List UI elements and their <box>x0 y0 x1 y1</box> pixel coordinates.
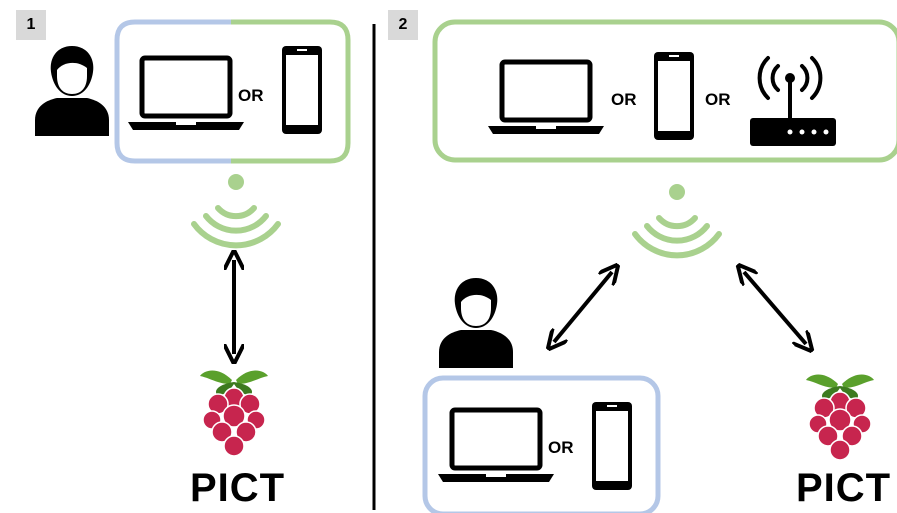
panel-number-badge: 2 <box>388 10 418 40</box>
network-device-frame <box>432 19 897 163</box>
or-label: OR <box>705 90 731 109</box>
device-label: PICT <box>796 466 892 510</box>
person-icon <box>35 46 109 136</box>
or-label: OR <box>238 86 264 105</box>
panel-number-badge: 1 <box>16 10 46 40</box>
user-device-frame-left <box>114 19 231 164</box>
wifi-icon <box>635 184 719 255</box>
wifi-icon <box>194 174 278 245</box>
double-arrow-icon <box>554 272 612 342</box>
phone-icon <box>654 52 694 140</box>
person-icon <box>439 278 513 368</box>
device-label: PICT <box>190 466 286 510</box>
panel-2 <box>422 19 897 513</box>
user-device-frame <box>422 375 661 513</box>
or-label: OR <box>611 90 637 109</box>
raspberry-pi-icon <box>805 373 875 461</box>
phone-icon <box>282 46 322 134</box>
laptop-icon <box>128 58 244 130</box>
user-device-frame-right <box>231 19 351 164</box>
panel-1 <box>35 19 351 457</box>
laptop-icon <box>438 410 554 482</box>
double-arrow-icon <box>744 272 806 344</box>
router-icon <box>750 56 836 146</box>
or-label: OR <box>548 438 574 457</box>
raspberry-pi-icon <box>199 369 269 457</box>
laptop-icon <box>488 62 604 134</box>
phone-icon <box>592 402 632 490</box>
